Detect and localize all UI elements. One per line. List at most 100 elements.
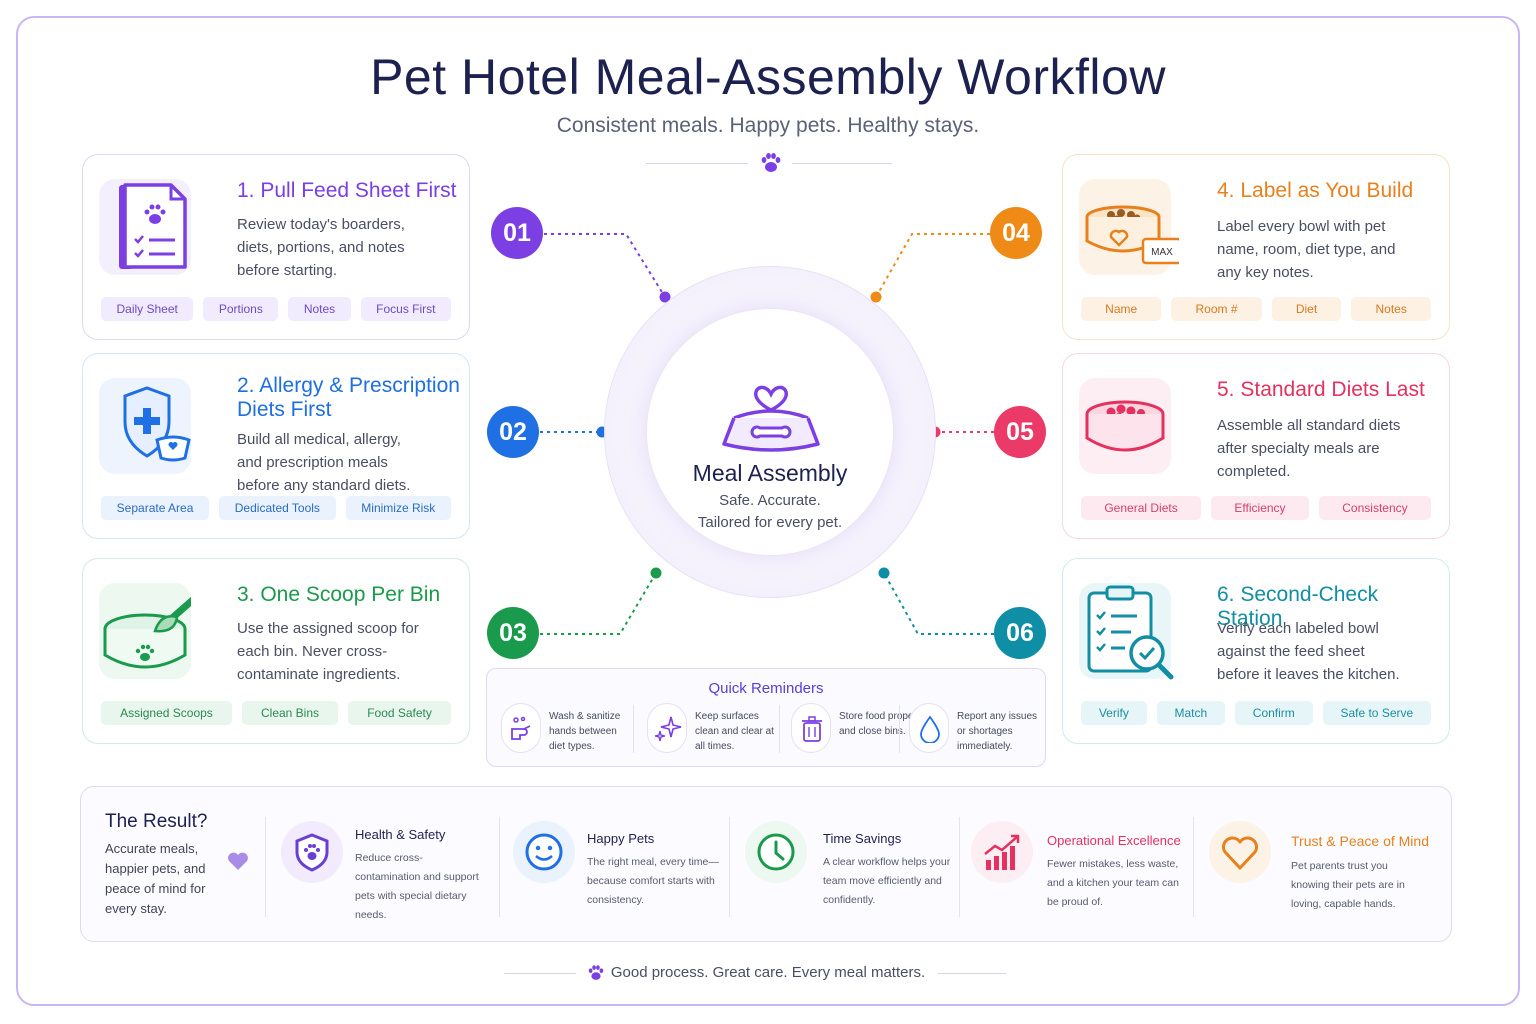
droplet-icon bbox=[920, 715, 940, 743]
step-card-5: 5. Standard Diets Last Assemble all stan… bbox=[1062, 353, 1450, 539]
step-number-06: 06 bbox=[994, 607, 1046, 659]
shield-paw-icon bbox=[295, 833, 329, 872]
standard-bowl-illustration bbox=[1079, 378, 1171, 474]
clock-icon bbox=[757, 833, 795, 871]
step-number-04: 04 bbox=[990, 207, 1042, 259]
tag-daily-sheet: Daily Sheet bbox=[101, 297, 194, 321]
labeled-bowl-illustration: MAX bbox=[1079, 179, 1179, 275]
chart-up-icon bbox=[984, 834, 1020, 870]
page-frame bbox=[16, 16, 1520, 1006]
tag-consistency: Consistency bbox=[1318, 496, 1431, 520]
tag-food-safety: Food Safety bbox=[348, 701, 451, 725]
tag-confirm: Confirm bbox=[1234, 701, 1313, 725]
step-description: Review today's boarders, diets, portions… bbox=[237, 216, 405, 279]
feed-sheet-illustration bbox=[99, 179, 191, 275]
clipboard-check-icon bbox=[1087, 585, 1174, 680]
step-description: Verify each labeled bowl against the fee… bbox=[1217, 620, 1400, 683]
reminder-text: Report any issues or shortages immediate… bbox=[957, 711, 1038, 752]
result-text: A clear workflow helps your team move ef… bbox=[823, 856, 951, 906]
tag-clean-bins: Clean Bins bbox=[241, 701, 339, 725]
result-separator bbox=[729, 817, 730, 917]
quick-reminders-panel: Quick Reminders Wash & sanitize hands be… bbox=[486, 668, 1046, 767]
hub-title: Meal Assembly bbox=[692, 460, 848, 486]
tag-assigned-scoops: Assigned Scoops bbox=[101, 701, 232, 725]
result-separator bbox=[265, 817, 266, 917]
result-text: Fewer mistakes, less waste, and a kitche… bbox=[1047, 858, 1179, 908]
hub-line-1: Safe. Accurate. bbox=[719, 492, 821, 509]
step-number-05: 05 bbox=[994, 406, 1046, 458]
heart-icon bbox=[228, 852, 248, 870]
result-text: The right meal, every time—because comfo… bbox=[587, 856, 719, 906]
page-title: Pet Hotel Meal-Assembly Workflow bbox=[370, 49, 1166, 105]
reminder-text: Wash & sanitize hands between diet types… bbox=[549, 711, 621, 752]
step-card-1: 1. Pull Feed Sheet First Review today's … bbox=[82, 154, 470, 340]
step-number-02: 02 bbox=[487, 406, 539, 458]
result-icon-badge bbox=[971, 821, 1033, 883]
tag-safe-to-serve: Safe to Serve bbox=[1322, 701, 1431, 725]
tag-efficiency: Efficiency bbox=[1211, 496, 1309, 520]
tag-minimize-risk: Minimize Risk bbox=[345, 496, 451, 520]
step-title: 6. Second-Check Station bbox=[1217, 583, 1379, 630]
bowl-bone-icon bbox=[722, 385, 820, 452]
tag-notes: Notes bbox=[1351, 297, 1431, 321]
bowl-name-label: MAX bbox=[1151, 247, 1173, 258]
step-title: 3. One Scoop Per Bin bbox=[237, 583, 441, 606]
paw-icon bbox=[588, 965, 604, 980]
result-title: Time Savings bbox=[823, 831, 902, 846]
step-description: Use the assigned scoop for each bin. Nev… bbox=[237, 620, 419, 683]
tag-diet: Diet bbox=[1271, 297, 1342, 321]
result-panel: The Result? Accurate meals, happier pets… bbox=[80, 786, 1452, 942]
bin-icon bbox=[802, 716, 822, 742]
footer-divider-left bbox=[504, 973, 576, 974]
tag-verify: Verify bbox=[1081, 701, 1147, 725]
tag-separate-area: Separate Area bbox=[101, 496, 210, 520]
step-description: Assemble all standard diets after specia… bbox=[1217, 417, 1401, 480]
result-title: Trust & Peace of Mind bbox=[1291, 833, 1429, 849]
step-card-4: MAX 4. Label as You Build Label every bo… bbox=[1062, 154, 1450, 340]
result-title: Happy Pets bbox=[587, 831, 655, 846]
scoop-bin-icon bbox=[103, 596, 191, 669]
result-summary: Accurate meals, happier pets, and peace … bbox=[105, 841, 206, 916]
step-title: 4. Label as You Build bbox=[1217, 179, 1414, 202]
labeled-bowl-icon: MAX bbox=[1085, 205, 1179, 265]
step-card-6: 6. Second-Check Station Verify each labe… bbox=[1062, 558, 1450, 744]
allergy-illustration bbox=[99, 378, 191, 474]
reminder-text: Keep surfaces clean and clear at all tim… bbox=[695, 711, 774, 752]
reminder-separator bbox=[779, 705, 780, 753]
tag-portions: Portions bbox=[203, 297, 279, 321]
standard-bowl-icon bbox=[1085, 400, 1165, 452]
scoop-bin-illustration bbox=[99, 583, 191, 679]
step-number-01: 01 bbox=[491, 207, 543, 259]
reminder-text: Store food properly and close bins. bbox=[839, 711, 925, 737]
result-title: Health & Safety bbox=[355, 827, 446, 842]
footer-tagline: Good process. Great care. Every meal mat… bbox=[610, 964, 926, 981]
footer-divider-right bbox=[938, 973, 1006, 974]
page-subtitle: Consistent meals. Happy pets. Healthy st… bbox=[556, 114, 980, 137]
tag-notes: Notes bbox=[288, 297, 351, 321]
tag-focus-first: Focus First bbox=[360, 297, 451, 321]
result-title: Operational Excellence bbox=[1047, 833, 1181, 848]
step-number-03: 03 bbox=[487, 607, 539, 659]
step-title: 1. Pull Feed Sheet First bbox=[237, 179, 457, 202]
result-heading: The Result? bbox=[105, 811, 208, 832]
smile-icon bbox=[525, 833, 563, 871]
divider-left bbox=[646, 163, 748, 164]
result-separator bbox=[959, 817, 960, 917]
heart-outline-icon bbox=[1222, 836, 1258, 870]
tag-room: Room # bbox=[1171, 297, 1262, 321]
tag-general-diets: General Diets bbox=[1081, 496, 1202, 520]
result-text: Pet parents trust you knowing their pets… bbox=[1291, 860, 1405, 910]
reminder-separator bbox=[899, 705, 900, 753]
result-icon-badge bbox=[513, 821, 575, 883]
paw-icon bbox=[761, 153, 781, 172]
hand-wash-icon bbox=[511, 716, 531, 740]
result-icon-badge bbox=[745, 821, 807, 883]
step-description: Build all medical, allergy, and prescrip… bbox=[237, 431, 411, 494]
step-card-3: 3. One Scoop Per Bin Use the assigned sc… bbox=[82, 558, 470, 744]
tag-dedicated-tools: Dedicated Tools bbox=[219, 496, 336, 520]
step-description: Label every bowl with pet name, room, di… bbox=[1217, 218, 1396, 281]
step-card-2: 2. Allergy & Prescription Diets First Bu… bbox=[82, 353, 470, 539]
reminders-title: Quick Reminders bbox=[708, 680, 824, 697]
tag-name: Name bbox=[1081, 297, 1162, 321]
